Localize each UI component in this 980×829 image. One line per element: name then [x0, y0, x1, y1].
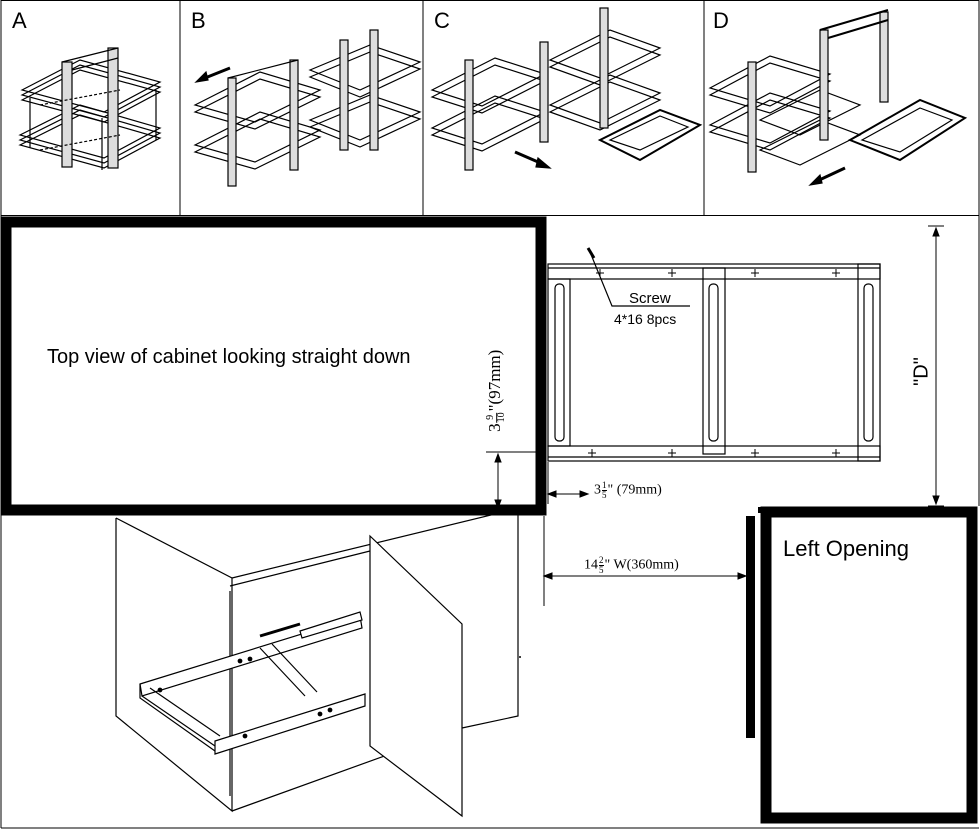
screw-title: Screw [629, 290, 671, 307]
cabinet-top-view-box [0, 216, 547, 516]
panel-b-illustration [193, 29, 422, 187]
width-numerator: 2 [599, 555, 604, 566]
depth-dimension-label: "D" [910, 357, 933, 386]
vertical-offset-numerator: 9 [485, 412, 497, 423]
panel-label-a: A [12, 8, 27, 33]
panel-c-illustration [430, 7, 703, 171]
vertical-offset-whole: 3 [485, 423, 505, 432]
vertical-offset-suffix: "(97mm) [485, 349, 505, 412]
panel-label-b: B [191, 8, 206, 33]
width-denominator: 5 [599, 565, 604, 575]
top-view-diagram [0, 216, 980, 829]
left-opening-label: Left Opening [783, 536, 909, 561]
width-suffix: " W(360mm) [604, 557, 679, 573]
screw-spec: 4*16 8pcs [614, 311, 677, 327]
horizontal-offset-numerator: 1 [602, 480, 607, 491]
horizontal-offset-whole: 3 [594, 482, 601, 498]
horizontal-offset-denominator: 5 [602, 490, 607, 500]
top-view-caption: Top view of cabinet looking straight dow… [47, 346, 411, 368]
horizontal-offset-suffix: " (79mm) [607, 482, 662, 498]
pullout-frame-top-view [547, 247, 881, 462]
step-panels-frame [0, 0, 980, 216]
panel-label-c: C [434, 8, 450, 33]
panel-d-illustration [708, 9, 968, 186]
cabinet-perspective-illustration [115, 507, 521, 818]
panel-label-d: D [713, 8, 729, 33]
vertical-offset-denominator: 10 [495, 412, 507, 423]
cabinet-door-edge [746, 516, 755, 738]
width-whole: 14 [584, 557, 598, 573]
panel-a-illustration [18, 47, 162, 170]
